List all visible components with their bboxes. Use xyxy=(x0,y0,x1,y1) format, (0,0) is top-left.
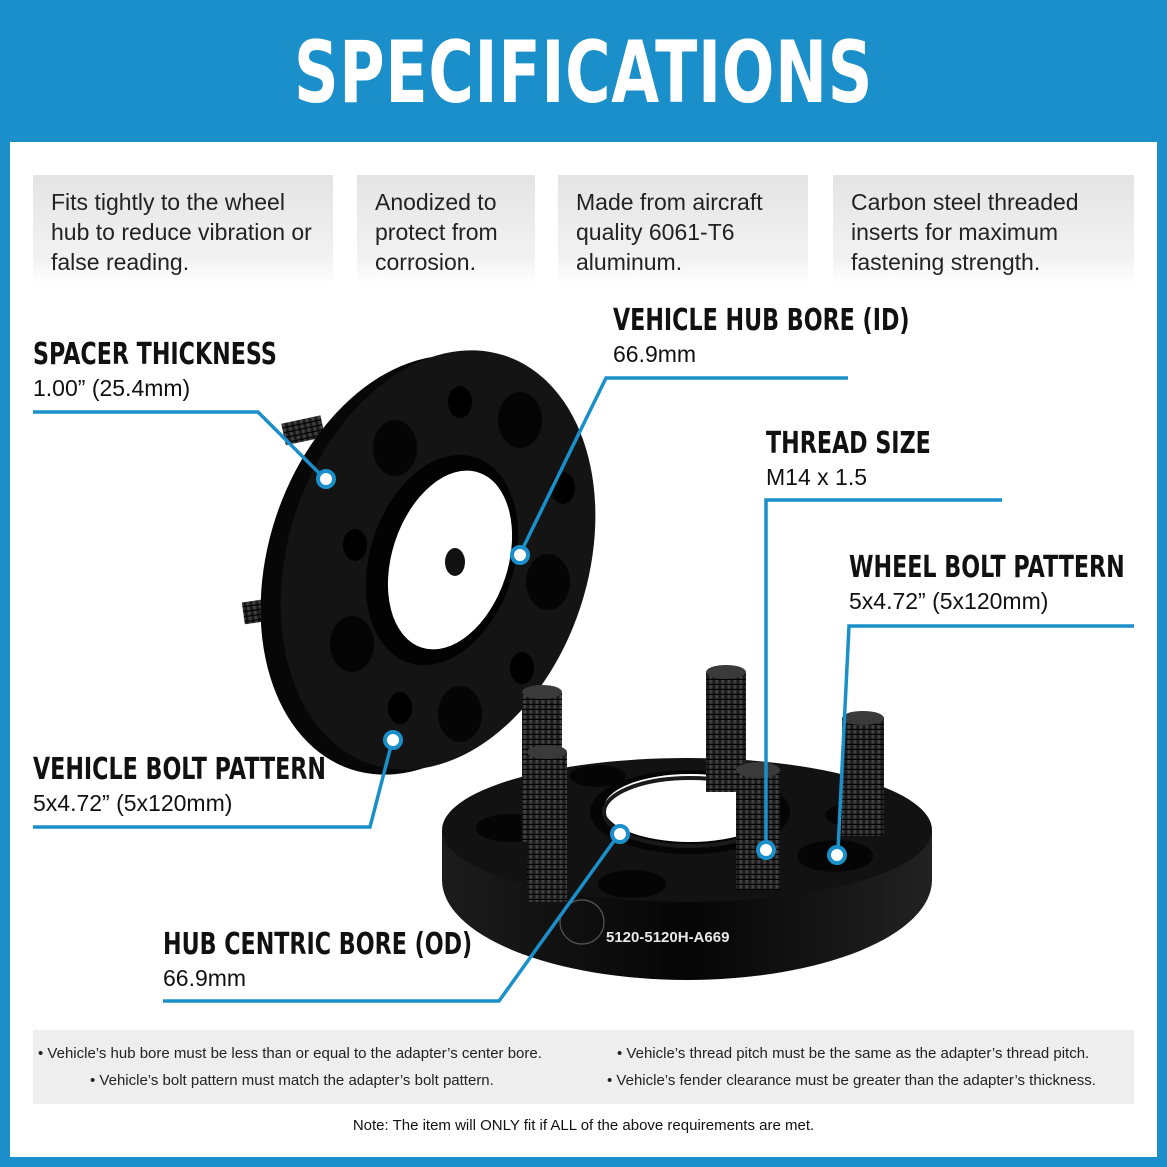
callout-title: THREAD SIZE xyxy=(766,426,931,461)
callout-value: 5x4.72” (5x120mm) xyxy=(33,790,233,816)
callout-spacer-thickness: SPACER THICKNESS 1.00” (25.4mm) xyxy=(33,338,363,402)
callout-value: 66.9mm xyxy=(163,965,247,991)
requirement-item: • Vehicle’s bolt pattern must match the … xyxy=(90,1072,494,1089)
callout-value: 66.9mm xyxy=(613,341,697,367)
requirement-item: • Vehicle’s thread pitch must be the sam… xyxy=(617,1045,1090,1062)
spacer-rear xyxy=(241,350,596,775)
callout-thread-size: THREAD SIZE M14 x 1.5 xyxy=(766,427,989,491)
callout-wheel-bolt-pattern: WHEEL BOLT PATTERN 5x4.72” (5x120mm) xyxy=(849,551,1167,615)
spacer-front: 5120-5120H-A669 xyxy=(442,665,932,980)
feature-aluminum: Made from aircraft quality 6061-T6 alumi… xyxy=(558,175,808,285)
callout-value: 5x4.72” (5x120mm) xyxy=(849,588,1049,614)
callout-title: WHEEL BOLT PATTERN xyxy=(849,550,1125,585)
callout-title: VEHICLE HUB BORE (ID) xyxy=(613,303,910,338)
callout-vehicle-hub-bore: VEHICLE HUB BORE (ID) 66.9mm xyxy=(613,304,1014,368)
content-panel xyxy=(10,142,1157,1157)
callout-hub-centric-bore: HUB CENTRIC BORE (OD) 66.9mm xyxy=(163,928,581,992)
callout-dots xyxy=(316,469,847,865)
page-title: SPECIFICATIONS xyxy=(293,23,874,123)
feature-anodized: Anodized to protect from corrosion. xyxy=(357,175,535,285)
callout-title: HUB CENTRIC BORE (OD) xyxy=(163,927,473,962)
feature-fit: Fits tightly to the wheel hub to reduce … xyxy=(33,175,333,285)
leader-lines xyxy=(33,376,1134,1003)
callout-value: 1.00” (25.4mm) xyxy=(33,375,191,401)
feature-inserts: Carbon steel threaded inserts for maximu… xyxy=(833,175,1134,285)
callout-title: SPACER THICKNESS xyxy=(33,337,277,372)
callout-vehicle-bolt-pattern: VEHICLE BOLT PATTERN 5x4.72” (5x120mm) xyxy=(33,753,429,817)
callout-title: VEHICLE BOLT PATTERN xyxy=(33,752,326,787)
requirements-panel: • Vehicle’s hub bore must be less than o… xyxy=(33,1030,1134,1104)
fit-note: Note: The item will ONLY fit if ALL of t… xyxy=(352,1117,815,1134)
callout-value: M14 x 1.5 xyxy=(766,464,867,490)
requirement-item: • Vehicle’s hub bore must be less than o… xyxy=(38,1045,542,1062)
requirement-item: • Vehicle’s fender clearance must be gre… xyxy=(607,1072,1096,1089)
part-number: 5120-5120H-A669 xyxy=(606,929,729,946)
